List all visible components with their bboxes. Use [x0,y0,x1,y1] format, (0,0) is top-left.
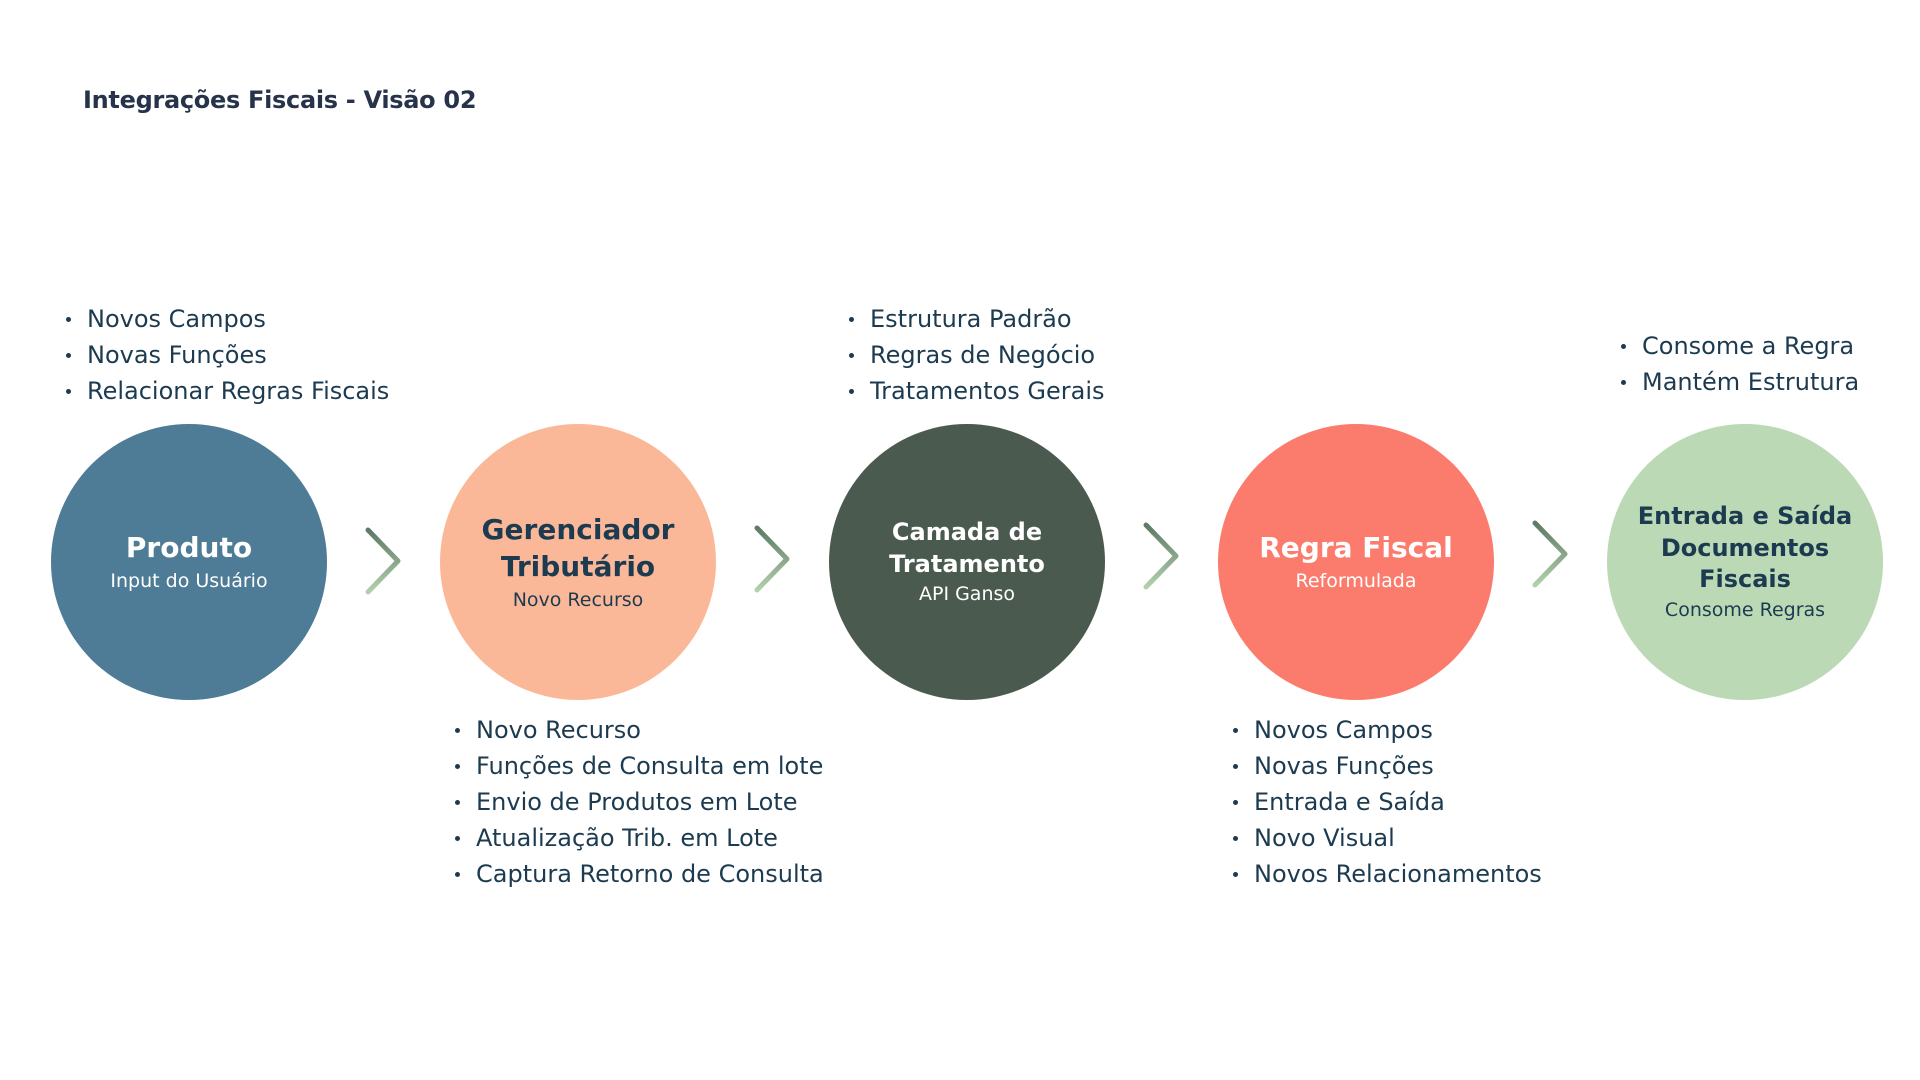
stage-2-bullet: Captura Retorno de Consulta [453,856,824,892]
chevron-right-icon [365,527,401,595]
stage-2-bullet: Novo Recurso [453,712,824,748]
stage-3-title: Camada de Tratamento [889,517,1045,580]
stage-1-subtitle: Input do Usuário [110,570,268,593]
stage-2-subtitle: Novo Recurso [512,588,644,611]
stage-4-bullet: Entrada e Saída [1231,784,1542,820]
stage-5-bullet: Consome a Regra [1619,328,1859,364]
stage-2-title: Gerenciador Tributário [482,512,675,586]
stage-2-bullet-list: Novo Recurso Funções de Consulta em lote… [453,712,824,892]
stage-1-title-line: Produto [125,531,253,565]
stage-5-bullet-list: Consome a Regra Mantém Estrutura [1619,328,1859,400]
stage-1-bullet: Novas Funções [64,337,389,373]
stage-4-subtitle: Reformulada [1295,570,1417,593]
stage-1-circle-produto: Produto Input do Usuário [51,424,327,700]
stage-4-circle-regra-fiscal: Regra Fiscal Reformulada [1218,424,1494,700]
stage-4-bullet: Novas Funções [1231,748,1542,784]
chevron-right-icon [754,525,790,593]
stage-2-title-line: Tributário [500,549,656,583]
chevron-right-icon [1532,520,1568,588]
stage-1-bullet: Novos Campos [64,301,389,337]
stage-2-bullet: Funções de Consulta em lote [453,748,824,784]
stage-2-bullet: Envio de Produtos em Lote [453,784,824,820]
stage-4-bullet: Novo Visual [1231,820,1542,856]
stage-3-bullet: Estrutura Padrão [847,301,1105,337]
stage-1-bullet: Relacionar Regras Fiscais [64,373,389,409]
stage-1-title: Produto [126,530,252,567]
stage-2-circle-gerenciador-tributario: Gerenciador Tributário Novo Recurso [440,424,716,700]
stage-2-bullet: Atualização Trib. em Lote [453,820,824,856]
stage-4-bullet-list: Novos Campos Novas Funções Entrada e Saí… [1231,712,1542,892]
stage-5-circle-entrada-e-saida: Entrada e Saída Documentos Fiscais Conso… [1607,424,1883,700]
stage-3-bullet: Regras de Negócio [847,337,1105,373]
stage-2-title-line: Gerenciador [481,512,675,546]
stage-3-bullet-list: Estrutura Padrão Regras de Negócio Trata… [847,301,1105,409]
page-title: Integrações Fiscais - Visão 02 [83,86,477,114]
stage-5-title: Entrada e Saída Documentos Fiscais [1623,501,1867,596]
stage-5-title-line: Documentos Fiscais [1660,533,1830,594]
stage-3-title-line: Camada de [891,517,1043,546]
stage-3-subtitle: API Ganso [918,583,1016,606]
stage-5-title-line: Entrada e Saída [1637,502,1853,531]
stage-5-bullet: Mantém Estrutura [1619,364,1859,400]
stage-4-title-line: Regra Fiscal [1259,531,1453,565]
stage-3-bullet: Tratamentos Gerais [847,373,1105,409]
stage-3-circle-camada-de-tratamento: Camada de Tratamento API Ganso [829,424,1105,700]
stage-1-bullet-list: Novos Campos Novas Funções Relacionar Re… [64,301,389,409]
stage-4-bullet: Novos Campos [1231,712,1542,748]
stage-4-title: Regra Fiscal [1259,530,1453,567]
stage-5-subtitle: Consome Regras [1664,599,1826,622]
stage-3-title-line: Tratamento [889,549,1045,578]
stage-4-bullet: Novos Relacionamentos [1231,856,1542,892]
chevron-right-icon [1143,522,1179,590]
